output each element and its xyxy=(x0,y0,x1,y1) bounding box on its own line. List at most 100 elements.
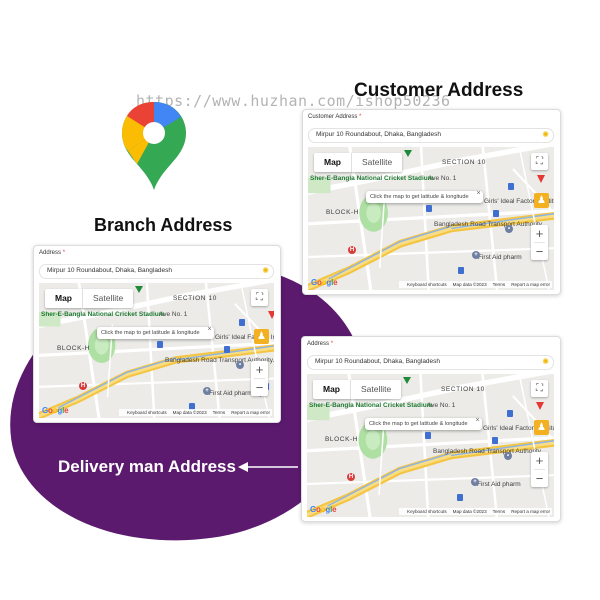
transit-poi[interactable] xyxy=(458,267,464,274)
pegman-icon[interactable]: ♟ xyxy=(254,329,269,344)
map-label-stadium: Sher-E-Bangla National Cricket Stadium xyxy=(310,175,434,182)
address-search-input[interactable]: Mirpur 10 Roundabout, Dhaka, Bangladesh … xyxy=(308,128,554,143)
settings-gear-icon[interactable]: ✺ xyxy=(542,130,549,139)
map-label-pharmacy: First Aid pharmacy xyxy=(209,390,263,397)
zoom-in-icon[interactable]: + xyxy=(535,226,544,241)
pegman-icon[interactable]: ♟ xyxy=(534,193,549,208)
poi-marker[interactable]: • xyxy=(236,361,244,369)
transit-poi[interactable] xyxy=(239,319,245,326)
map-marker-green[interactable] xyxy=(404,150,412,157)
zoom-control[interactable]: + − xyxy=(531,225,548,260)
tab-map[interactable]: Map xyxy=(323,384,340,394)
transit-poi[interactable] xyxy=(457,494,463,501)
transit-poi[interactable] xyxy=(493,210,499,217)
map-label-authority: Bangladesh Road Transport Authority... xyxy=(434,221,547,228)
address-search-input[interactable]: Mirpur 10 Roundabout, Dhaka, Bangladesh … xyxy=(307,355,554,370)
zoom-divider xyxy=(534,242,545,243)
pegman-icon[interactable]: ♟ xyxy=(534,420,549,435)
hospital-poi[interactable]: H xyxy=(79,382,87,390)
map-label-section: SECTION 10 xyxy=(441,386,485,393)
transit-poi[interactable] xyxy=(157,341,163,348)
google-logo: Google xyxy=(311,278,338,287)
tab-satellite[interactable]: Satellite xyxy=(350,380,401,399)
keyboard-shortcuts-link[interactable]: Keyboard shortcuts xyxy=(407,282,447,287)
poi-marker[interactable]: • xyxy=(505,225,513,233)
map-type-toggle[interactable]: Map Satellite xyxy=(313,380,402,399)
close-icon[interactable]: × xyxy=(476,190,481,197)
terms-link[interactable]: Terms xyxy=(492,509,506,514)
pharmacy-poi[interactable]: + xyxy=(471,478,479,486)
tab-map[interactable]: Map xyxy=(324,157,341,167)
map-data-text: Map data ©2023 xyxy=(172,410,207,415)
settings-gear-icon[interactable]: ✺ xyxy=(542,357,549,366)
pharmacy-poi[interactable]: + xyxy=(203,387,211,395)
map-marker-red[interactable] xyxy=(268,311,274,319)
zoom-in-icon[interactable]: + xyxy=(255,362,264,377)
google-maps-pin-icon xyxy=(122,102,186,190)
map-label-institute: Girls' Ideal Factory Institute xyxy=(483,425,554,432)
map-label-avenue: Ave No. 1 xyxy=(159,311,188,318)
terms-link[interactable]: Terms xyxy=(492,282,506,287)
report-map-error-link[interactable]: Report a map error xyxy=(511,509,550,514)
keyboard-shortcuts-link[interactable]: Keyboard shortcuts xyxy=(407,509,447,514)
customer-address-heading: Customer Address xyxy=(354,80,524,101)
transit-poi[interactable] xyxy=(508,183,514,190)
close-icon[interactable]: × xyxy=(475,417,480,424)
address-input-value[interactable]: Mirpur 10 Roundabout, Dhaka, Bangladesh xyxy=(315,358,441,365)
transit-poi[interactable] xyxy=(425,432,431,439)
map-label-section: SECTION 10 xyxy=(173,295,217,302)
zoom-out-icon[interactable]: − xyxy=(255,380,264,395)
zoom-in-icon[interactable]: + xyxy=(535,453,544,468)
transit-poi[interactable] xyxy=(426,205,432,212)
arrow-left-icon xyxy=(238,462,298,472)
tab-satellite[interactable]: Satellite xyxy=(351,153,402,172)
terms-link[interactable]: Terms xyxy=(212,410,226,415)
address-search-input[interactable]: Mirpur 10 Roundabout, Dhaka, Bangladesh … xyxy=(39,264,274,279)
fullscreen-icon[interactable]: ⛶ xyxy=(251,289,268,306)
hospital-poi[interactable]: H xyxy=(347,473,355,481)
transit-poi[interactable] xyxy=(189,403,195,410)
transit-poi[interactable] xyxy=(507,410,513,417)
poi-marker[interactable]: • xyxy=(504,452,512,460)
map-label-section: SECTION 10 xyxy=(442,159,486,166)
google-map[interactable]: Map Satellite ⛶ SECTION 10 Ave No. 1 She… xyxy=(308,147,554,290)
report-map-error-link[interactable]: Report a map error xyxy=(511,282,550,287)
zoom-control[interactable]: + − xyxy=(251,361,268,396)
hospital-poi[interactable]: H xyxy=(348,246,356,254)
tab-satellite[interactable]: Satellite xyxy=(82,289,133,308)
address-input-value[interactable]: Mirpur 10 Roundabout, Dhaka, Bangladesh xyxy=(47,267,173,274)
google-map[interactable]: Map Satellite ⛶ SECTION 10 Ave No. 1 She… xyxy=(307,374,554,517)
zoom-control[interactable]: + − xyxy=(531,452,548,487)
map-marker-green[interactable] xyxy=(135,286,143,293)
keyboard-shortcuts-link[interactable]: Keyboard shortcuts xyxy=(127,410,167,415)
fullscreen-icon[interactable]: ⛶ xyxy=(531,380,548,397)
map-type-toggle[interactable]: Map Satellite xyxy=(314,153,403,172)
map-marker-red[interactable] xyxy=(536,402,544,410)
pharmacy-poi[interactable]: + xyxy=(472,251,480,259)
fullscreen-icon[interactable]: ⛶ xyxy=(531,153,548,170)
tab-map[interactable]: Map xyxy=(55,293,72,303)
zoom-divider xyxy=(534,469,545,470)
map-label-block: BLOCK-H xyxy=(325,436,359,443)
delivery-address-card: Address * Mirpur 10 Roundabout, Dhaka, B… xyxy=(301,336,561,522)
settings-gear-icon[interactable]: ✺ xyxy=(262,266,269,275)
map-data-text: Map data ©2023 xyxy=(452,509,487,514)
map-label-block: BLOCK-H xyxy=(326,209,360,216)
zoom-out-icon[interactable]: − xyxy=(535,244,544,259)
map-label-stadium: Sher-E-Bangla National Cricket Stadium xyxy=(41,311,165,318)
map-marker-green[interactable] xyxy=(403,377,411,384)
google-logo: Google xyxy=(310,505,337,514)
google-logo: Google xyxy=(42,406,69,415)
map-label-stadium: Sher-E-Bangla National Cricket Stadium xyxy=(309,402,433,409)
map-type-toggle[interactable]: Map Satellite xyxy=(45,289,134,308)
transit-poi[interactable] xyxy=(224,346,230,353)
google-map[interactable]: Map Satellite ⛶ SECTION 10 Ave No. 1 She… xyxy=(39,283,274,418)
address-input-value[interactable]: Mirpur 10 Roundabout, Dhaka, Bangladesh xyxy=(316,131,442,138)
report-map-error-link[interactable]: Report a map error xyxy=(231,410,270,415)
transit-poi[interactable] xyxy=(492,437,498,444)
close-icon[interactable]: × xyxy=(207,326,212,333)
map-attribution: Keyboard shortcuts Map data ©2023 Terms Rep… xyxy=(399,508,552,515)
zoom-out-icon[interactable]: − xyxy=(535,471,544,486)
map-marker-red[interactable] xyxy=(537,175,545,183)
